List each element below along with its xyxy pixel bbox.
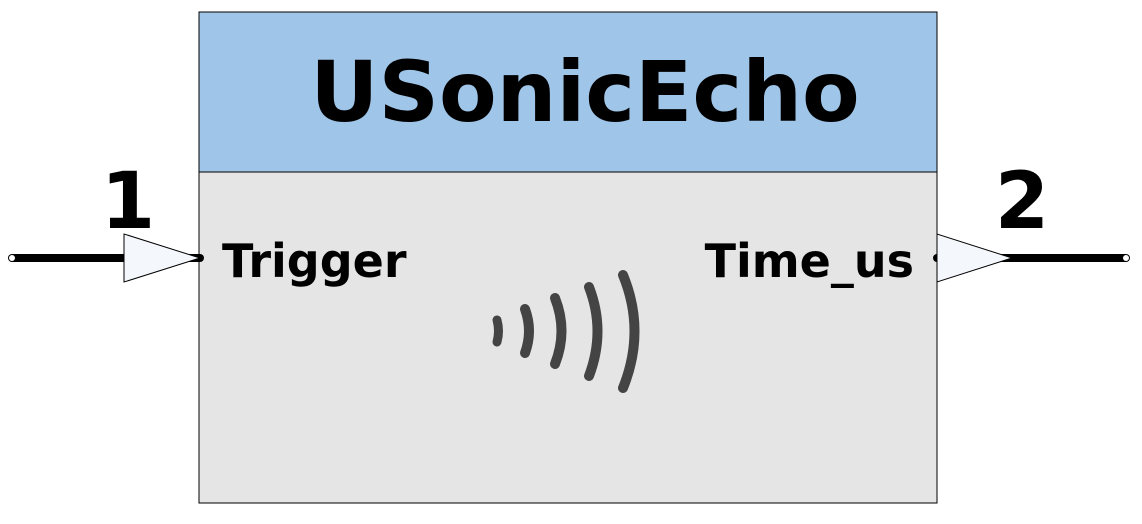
output-port-label: Time_us — [705, 234, 914, 288]
input-wire-end-dot — [9, 255, 15, 261]
output-port[interactable]: 2 Time_us — [705, 157, 1130, 288]
block-title: USonicEcho — [310, 43, 860, 141]
input-arrow — [123, 233, 202, 283]
input-port-number: 1 — [101, 157, 155, 247]
wave-arc-2 — [520, 304, 534, 358]
output-wire-end-dot — [1123, 255, 1129, 261]
ultrasonic-waves-icon — [492, 270, 640, 393]
wave-arc-4 — [584, 282, 603, 381]
wave-arc-1 — [492, 315, 503, 347]
output-port-number: 2 — [995, 157, 1049, 247]
wave-arc-5 — [618, 270, 640, 393]
output-arrow — [936, 233, 1014, 283]
block-header — [198, 11, 938, 173]
usonicecho-block[interactable]: USonicEcho — [198, 11, 938, 504]
input-port[interactable]: 1 Trigger — [8, 157, 407, 288]
wave-arc-3 — [550, 293, 567, 369]
input-port-label: Trigger — [222, 234, 407, 288]
